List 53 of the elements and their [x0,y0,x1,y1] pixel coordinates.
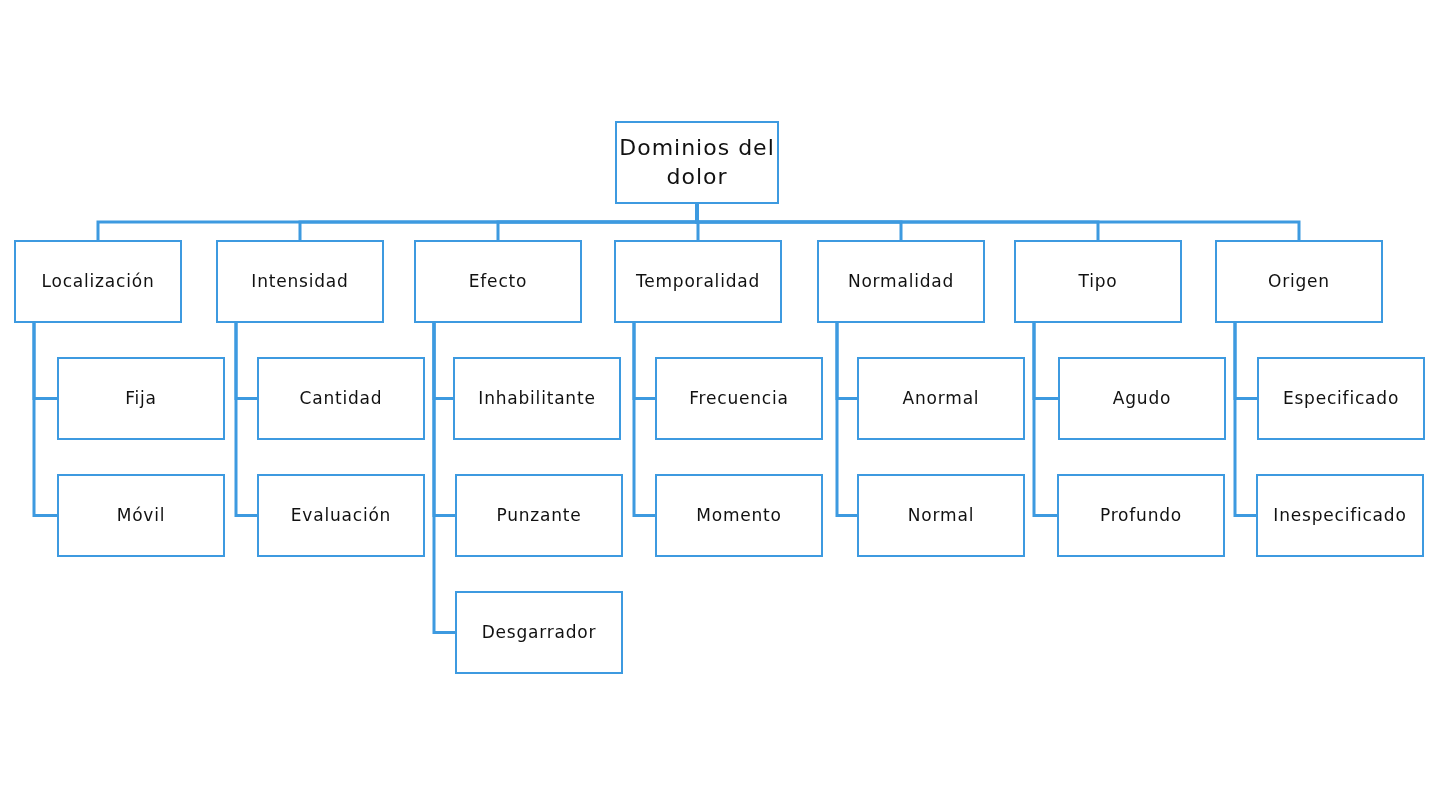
node-label: Localización [41,270,155,293]
node-label: Especificado [1282,387,1400,410]
category-box [857,357,1025,440]
node-label: Frecuencia [689,387,789,410]
node-label: Intensidad [251,270,349,293]
node-label: Agudo [1112,387,1172,410]
category-box [57,474,225,557]
node-label: Efecto [468,270,528,293]
category-box [1014,240,1182,323]
node-label: Desgarrador [481,621,597,644]
node-label: Temporalidad [635,270,761,293]
connector-line [432,323,455,634]
node-label: Tipo [1078,270,1118,293]
node-label: Inhabilitante [478,387,596,410]
node-label: Dominios del dolor [618,133,776,191]
connector-line [1233,323,1256,517]
node-label: Momento [696,504,782,527]
category-box [1257,357,1425,440]
connector-line [632,323,655,517]
category-box [655,357,823,440]
category-box [455,474,623,557]
node-label: Normal [907,504,975,527]
connector-line [234,323,257,517]
node-label: Inespecificado [1273,504,1407,527]
connector-line [32,323,57,517]
node-label: Origen [1268,270,1330,293]
connector-line [835,323,857,517]
connector-line [1032,323,1057,517]
node-label: Cantidad [299,387,383,410]
category-box [1256,474,1424,557]
node-label: Anormal [902,387,980,410]
node-label: Móvil [116,504,166,527]
category-box [614,240,782,323]
category-box [455,591,623,674]
category-box [14,240,182,323]
category-box [414,240,582,323]
node-label: Profundo [1099,504,1183,527]
category-box [817,240,985,323]
node-label: Punzante [496,504,582,527]
category-box [257,357,425,440]
category-box [57,357,225,440]
category-box [257,474,425,557]
node-label: Evaluación [290,504,392,527]
category-box [857,474,1025,557]
category-box [655,474,823,557]
category-box [1058,357,1226,440]
category-box [1057,474,1225,557]
root-box [615,121,779,204]
category-box [1215,240,1383,323]
node-label: Normalidad [847,270,955,293]
node-label: Fija [125,387,157,410]
category-box [453,357,621,440]
category-box [216,240,384,323]
